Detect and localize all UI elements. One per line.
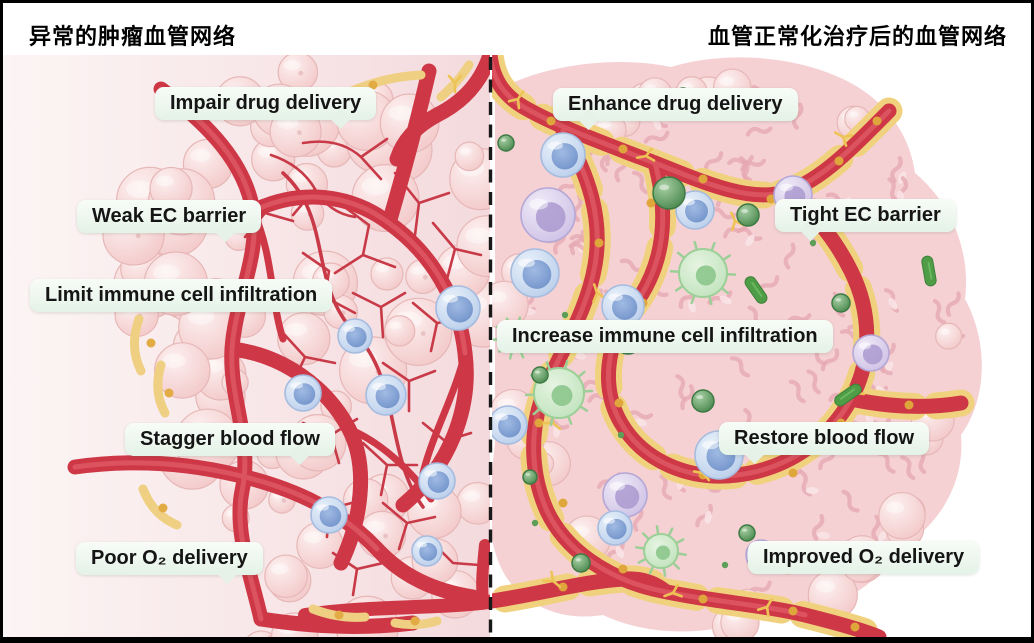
label-enhance-drug-delivery: Enhance drug delivery [553,88,798,121]
label-increase-immune-cell-infiltration: Increase immune cell infiltration [497,320,833,353]
label-tight-ec-barrier: Tight EC barrier [775,199,956,232]
right-panel-title: 血管正常化治疗后的血管网络 [707,24,1007,49]
junction-y-mark [447,74,463,94]
label-impair-drug-delivery: Impair drug delivery [155,87,377,120]
label-weak-ec-barrier: Weak EC barrier [77,200,262,233]
pericyte-fragment-nuclei [146,80,420,626]
label-stagger-blood-flow: Stagger blood flow [125,423,335,456]
label-improved-o2-delivery: Improved O₂ delivery [748,541,980,574]
left-panel-title: 异常的肿瘤血管网络 [29,24,237,49]
label-restore-blood-flow: Restore blood flow [719,422,929,455]
bacteria-rods [744,255,937,407]
infiltrating-leukocytes [492,132,744,546]
trapped-leukocytes [284,285,481,567]
label-limit-immune-cell-infiltration: Limit immune cell infiltration [30,279,333,312]
macrophages [492,240,737,577]
label-poor-o2-delivery: Poor O₂ delivery [76,542,263,575]
